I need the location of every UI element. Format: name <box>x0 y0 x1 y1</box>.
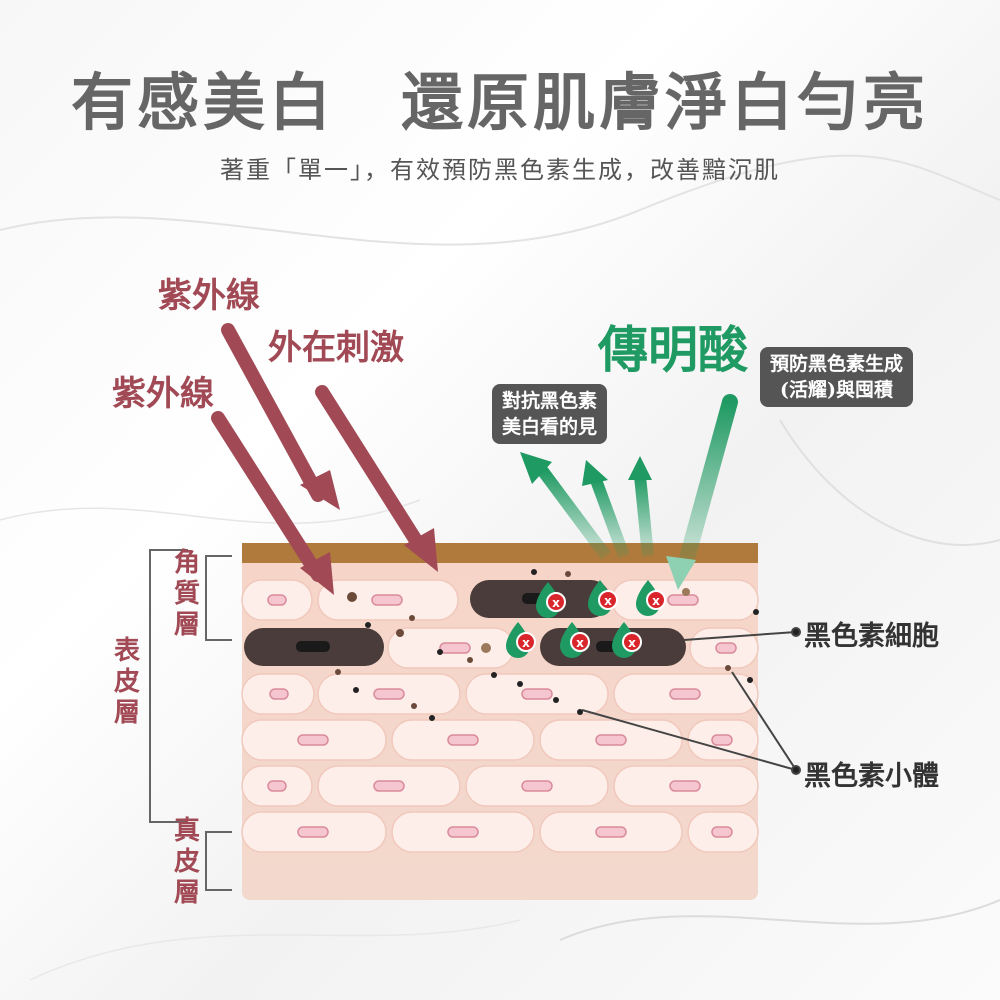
layer-brackets <box>149 549 232 891</box>
external-stimulus-label: 外在刺激 <box>268 328 404 368</box>
stratum-corneum-band <box>242 543 758 563</box>
prevent-line-1: 預防黑色素生成 <box>770 353 904 375</box>
stratum-corneum-label: 角質層 <box>173 548 200 640</box>
melanosome-dots <box>335 569 759 721</box>
cell-nuclei <box>267 594 737 838</box>
prevent-line-2: (活耀)與囤積 <box>780 379 893 401</box>
tranexamic-droplets: x x x x x x <box>506 580 666 658</box>
svg-text:x: x <box>522 636 530 650</box>
uv-label-top: 紫外線 <box>158 276 260 316</box>
whitening-line-1: 對抗黑色素 <box>502 390 598 412</box>
page-subtitle: 著重「單一」，有效預防黑色素生成，改善黯沉肌 <box>220 156 780 184</box>
svg-text:x: x <box>628 636 636 650</box>
leader-lines <box>581 627 801 775</box>
svg-text:x: x <box>552 596 560 610</box>
page-title: 有感美白 還原肌膚淨白勻亮 <box>70 66 929 139</box>
melanocyte-label: 黑色素細胞 <box>804 621 939 652</box>
dermis-label: 真皮層 <box>173 816 200 908</box>
epidermis-label: 表皮層 <box>113 636 140 728</box>
prevent-info-box: 預防黑色素生成 (活耀)與囤積 <box>760 347 914 407</box>
green-arrows <box>520 394 738 590</box>
svg-text:x: x <box>576 636 584 650</box>
uv-label-left: 紫外線 <box>112 374 214 414</box>
melanosome-label: 黑色素小體 <box>804 761 939 792</box>
whitening-line-2: 美白看的見 <box>502 416 598 438</box>
whitening-info-box: 對抗黑色素 美白看的見 <box>492 384 608 444</box>
uv-arrows <box>211 323 438 595</box>
svg-text:x: x <box>652 594 660 608</box>
svg-text:x: x <box>604 594 612 608</box>
tranexamic-acid-label: 傳明酸 <box>598 320 748 379</box>
